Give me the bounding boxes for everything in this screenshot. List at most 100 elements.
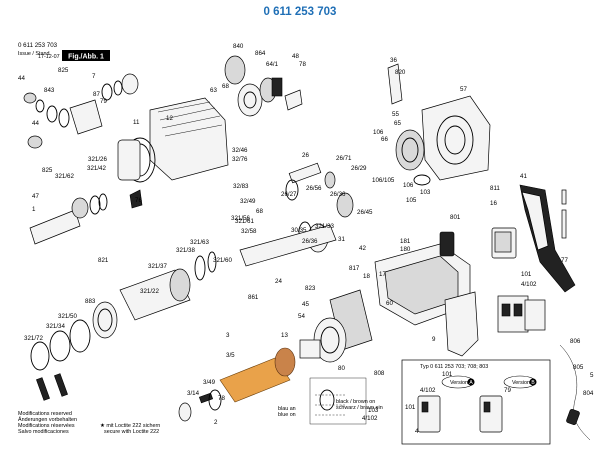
loctite-line-2: secure with Loctite 222 xyxy=(104,429,159,435)
part-label: 321/72 xyxy=(24,335,43,342)
part-label: 44 xyxy=(32,120,39,127)
fig-label: Fig./Abb. 1 xyxy=(68,54,104,61)
part-label: 79 xyxy=(504,387,511,394)
part-label: 30/35 xyxy=(291,227,307,234)
part-label: 101 xyxy=(442,371,453,378)
part-label: 103 xyxy=(420,189,431,196)
wire-black-brown: black / brown on xyxy=(336,399,375,405)
part-label: 13 xyxy=(281,332,288,339)
part-label: 321/61 xyxy=(235,218,254,225)
inset-title: Typ 0 611 253 703; 708; 803 xyxy=(420,364,488,370)
intermediate-shaft xyxy=(239,162,354,267)
part-label: 825 xyxy=(58,67,69,74)
part-label: 31 xyxy=(338,236,345,243)
part-label: 106/105 xyxy=(372,177,395,184)
part-label: 24 xyxy=(275,278,282,285)
part-label: 57 xyxy=(460,86,467,93)
part-label: 44 xyxy=(18,75,25,82)
wire-schwarz: schwarz / braun ein xyxy=(336,405,383,411)
part-label: 63 xyxy=(210,87,217,94)
loctite-line-1: ★ mit Loctite 222 sichern xyxy=(100,423,160,429)
part-label: 32/83 xyxy=(233,183,249,190)
part-label: 105 xyxy=(406,197,417,204)
issue-date: 17-12-07 xyxy=(38,54,60,60)
part-label: 106 xyxy=(403,182,414,189)
part-label: 66 xyxy=(381,136,388,143)
part-label: 54 xyxy=(298,313,305,320)
power-cord xyxy=(559,344,591,441)
switch-brushes xyxy=(491,227,546,333)
fig-badge xyxy=(62,50,110,61)
part-label: 883 xyxy=(85,298,96,305)
part-label: 1 xyxy=(32,206,36,213)
part-label: 321/38 xyxy=(176,247,195,254)
part-label: 3 xyxy=(226,332,230,339)
wire-blau: blau an xyxy=(278,406,296,412)
wiring-detail: black / brown on schwarz / braun ein bla… xyxy=(278,377,383,425)
diagram-title: 0 611 253 703 xyxy=(264,6,337,18)
wire-blue: blue on xyxy=(278,412,296,418)
part-label: 321/63 xyxy=(190,239,209,246)
part-label: 321/34 xyxy=(46,323,65,330)
part-label: 9 xyxy=(432,336,436,343)
part-label: 180 xyxy=(400,246,411,253)
part-label: 321/26 xyxy=(88,156,107,163)
part-label: 321/50 xyxy=(58,313,77,320)
svg-text:A: A xyxy=(469,380,473,386)
part-label: 32/76 xyxy=(232,156,248,163)
part-label: 87 xyxy=(93,91,100,98)
gear-stack-top xyxy=(224,55,303,117)
part-label: 821 xyxy=(98,257,109,264)
part-label: 181 xyxy=(400,238,411,245)
part-label: 32/46 xyxy=(232,147,248,154)
part-label: 321/22 xyxy=(140,288,159,295)
gear-housing xyxy=(117,97,229,183)
part-label: 321/37 xyxy=(148,263,167,270)
part-label: 76 xyxy=(135,197,142,204)
part-label: 64/1 xyxy=(266,61,279,68)
part-label: 806 xyxy=(570,338,581,345)
part-label: 825 xyxy=(42,167,53,174)
part-label: 3/49 xyxy=(203,379,216,386)
issue-label: Issue / Stand xyxy=(18,51,49,57)
part-label: 811 xyxy=(490,185,500,192)
part-label: 321/33 xyxy=(315,223,334,230)
part-label: 4/102 xyxy=(362,415,378,422)
modifications-line-2: Änderungen vorbehalten xyxy=(18,416,77,423)
part-label: 840 xyxy=(233,43,244,50)
part-label: 7 xyxy=(92,73,96,80)
part-label: 47 xyxy=(32,193,39,200)
part-label: 2 xyxy=(214,419,218,426)
side-handle xyxy=(519,184,576,293)
part-label: 68 xyxy=(222,83,229,90)
part-label: 11 xyxy=(133,119,140,126)
modifications-line-4: Salvo modificaciones xyxy=(18,429,69,435)
part-label: 321/56 xyxy=(231,215,250,222)
part-label: 32/49 xyxy=(240,198,256,205)
part-label: 42 xyxy=(359,245,366,252)
part-label: 864 xyxy=(255,50,266,57)
chuck-assembly xyxy=(23,73,139,149)
part-label: 4 xyxy=(415,428,419,435)
part-label: 26/27 xyxy=(281,191,297,198)
part-label: 45 xyxy=(302,301,309,308)
motor-housing xyxy=(374,231,479,357)
gearbox-top-right xyxy=(387,63,491,186)
svg-text:B: B xyxy=(531,380,535,386)
part-label: 817 xyxy=(349,265,360,272)
part-label: 4/102 xyxy=(420,387,436,394)
part-label: 101 xyxy=(405,404,416,411)
part-label: 804 xyxy=(583,390,594,397)
part-label: 26/56 xyxy=(306,185,322,192)
part-label: 3/14 xyxy=(187,390,200,397)
part-label: 861 xyxy=(248,294,259,301)
part-label: 36 xyxy=(390,57,397,64)
part-label: 843 xyxy=(44,87,55,94)
part-label: 78 xyxy=(299,61,306,68)
part-label: 805 xyxy=(573,364,584,371)
version-b-label: Version xyxy=(512,380,530,386)
part-label: 18 xyxy=(363,273,370,280)
part-label: 26 xyxy=(302,152,309,159)
